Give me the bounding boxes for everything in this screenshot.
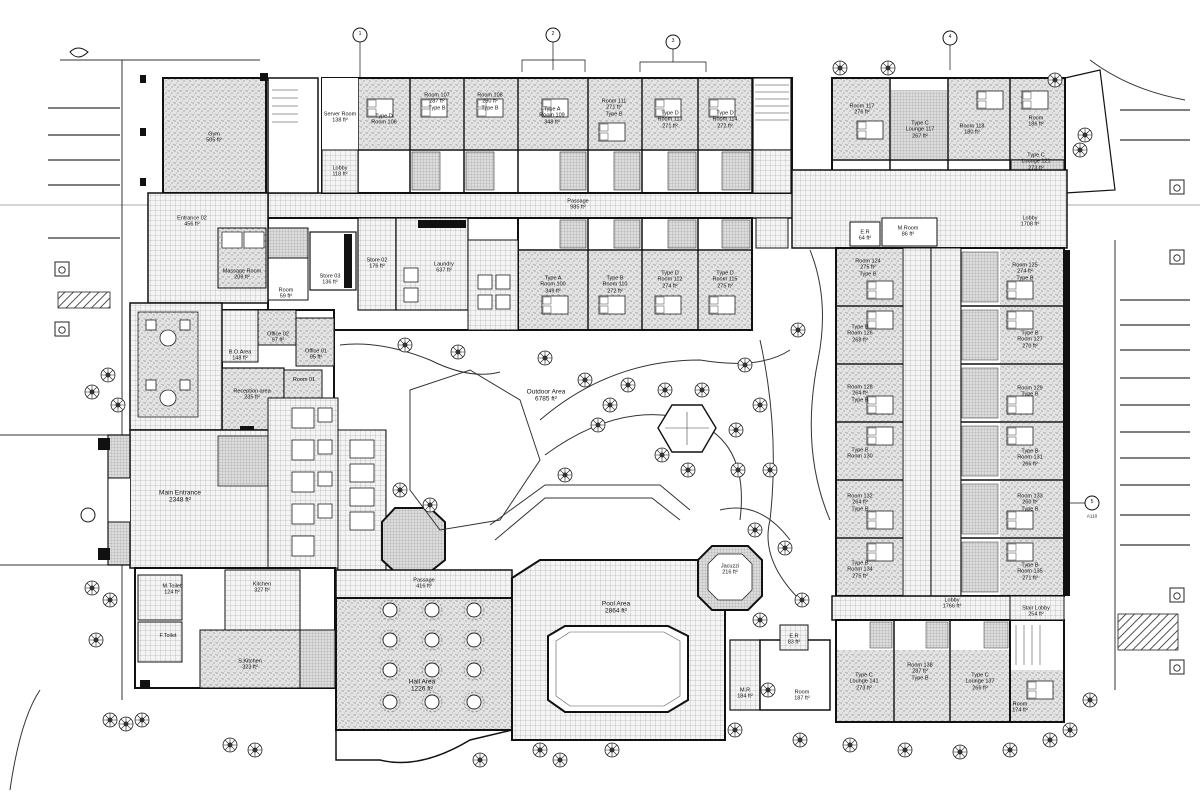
grid-marker: 4 [948, 34, 952, 41]
grid-marker: 5 [1090, 499, 1094, 506]
grid-marker: 2 [551, 31, 555, 38]
f-toilet-label: F.Toilet [159, 632, 177, 639]
grid-marker: 3 [671, 38, 675, 45]
sheet-reference: A110 [1086, 513, 1098, 519]
room-01-label: Room 01 [292, 376, 316, 383]
grid-marker: 1 [358, 31, 362, 38]
